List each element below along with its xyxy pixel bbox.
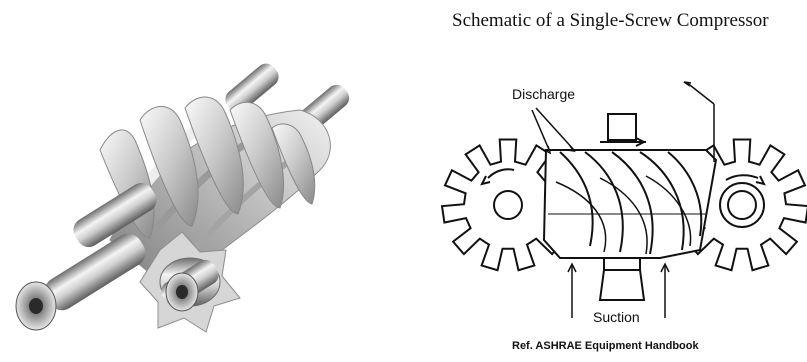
single-screw-schematic	[420, 0, 807, 362]
schematic-title: Schematic of a Single-Screw Compressor	[452, 10, 769, 32]
discharge-port	[600, 114, 646, 146]
discharge-label: Discharge	[512, 86, 575, 102]
twin-screw-rotors-photo	[0, 0, 400, 362]
reference-caption: Ref. ASHRAE Equipment Handbook	[512, 340, 699, 352]
shaft-end-right	[166, 273, 198, 311]
main-screw	[544, 150, 716, 258]
shaft-end-left	[16, 282, 56, 330]
suction-shaft	[600, 258, 644, 300]
suction-label: Suction	[593, 309, 640, 325]
